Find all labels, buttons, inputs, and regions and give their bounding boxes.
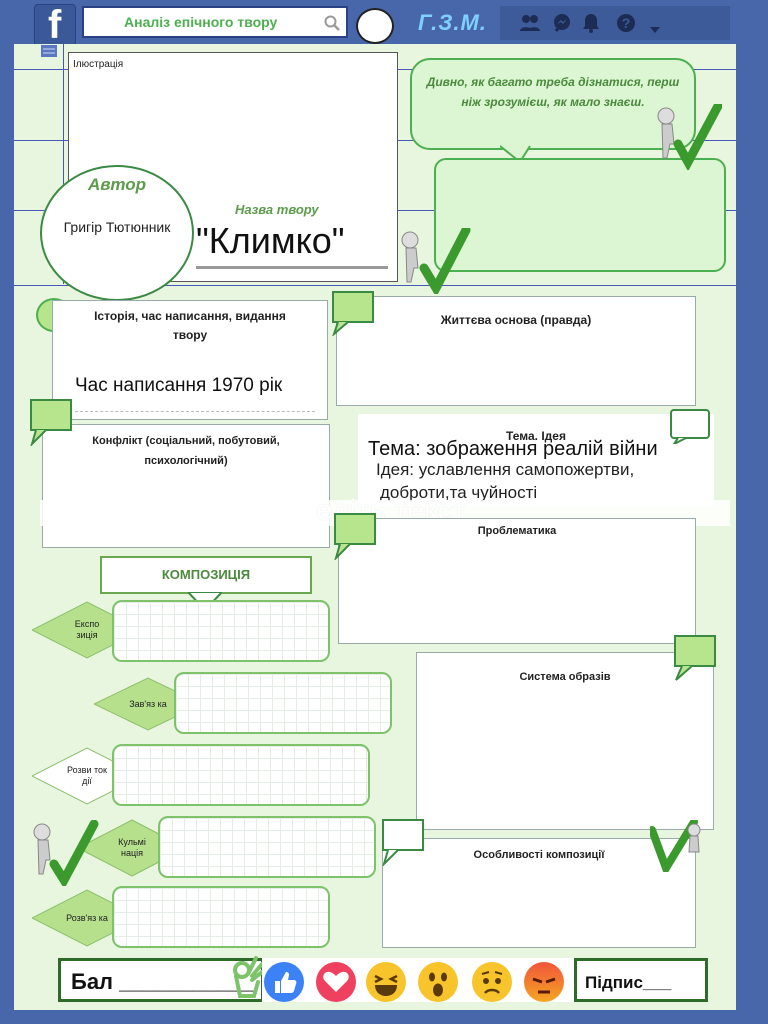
wow-icon[interactable] [418, 962, 458, 1002]
haha-icon[interactable] [366, 962, 406, 1002]
bottom-border [0, 1010, 768, 1024]
images-system-box[interactable]: Система образів [416, 652, 714, 830]
theme-label: Тема. Ідея [506, 429, 566, 443]
like-icon[interactable] [264, 962, 304, 1002]
illustration-label: Ілюстрація [73, 59, 124, 70]
stage-development-label: Розви ток дії [67, 765, 107, 786]
note-icon [40, 44, 58, 58]
stage-development-field[interactable] [112, 744, 370, 806]
svg-text:?: ? [622, 15, 631, 31]
empty-bubble[interactable] [434, 158, 726, 272]
idea-value-line1: Ідея: уславлення самопожертви, [376, 460, 635, 479]
figure-check-icon [652, 101, 723, 175]
profile-avatar[interactable] [356, 8, 394, 44]
speech-bubble-icon [668, 408, 712, 449]
composition-features-box[interactable]: Особливості композиції [382, 838, 696, 948]
speech-bubble-icon [28, 398, 74, 451]
top-icons-panel: ? [500, 6, 730, 40]
search-input[interactable]: Аналіз епічного твору [82, 6, 348, 38]
messenger-icon[interactable] [552, 13, 572, 38]
facebook-logo-letter: f [48, 3, 62, 47]
signature-label: Підпис___ [585, 973, 672, 992]
quote-bubble: Дивно, як багато треба дізнатися, перш н… [410, 58, 696, 150]
history-label: Історія, час написання, видання твору [94, 309, 286, 342]
angry-icon[interactable] [524, 962, 564, 1002]
stage-plot-field[interactable] [174, 672, 392, 734]
left-border [0, 44, 14, 1024]
idea-value-line2: доброти,та чуйності [380, 483, 538, 502]
theme-box[interactable]: Тема. Ідея Тема: зображення реалій війни… [358, 414, 714, 506]
stage-resolution-field[interactable] [112, 886, 330, 948]
ok-hand-icon [226, 954, 266, 1007]
theme-value: Тема: зображення реалій війни [368, 438, 658, 460]
life-basis-box[interactable]: Життєва основа (правда) [336, 296, 696, 406]
author-value: Григір Тютюнник [63, 219, 171, 235]
author-circle[interactable]: Автор Григір Тютюнник [40, 165, 194, 301]
history-value: Час написання 1970 рік [75, 375, 283, 396]
score-box[interactable]: Бал ___________ [58, 958, 264, 1002]
sad-icon[interactable] [472, 962, 512, 1002]
stage-climax-field[interactable] [158, 816, 376, 878]
figure-check-icon [28, 819, 100, 891]
composition-features-label: Особливості композиції [473, 849, 605, 861]
stage-exposition-field[interactable] [112, 600, 330, 662]
conflict-label: Конфлікт (соціальний, побутовий, психоло… [92, 435, 280, 467]
score-label: Бал ___________ [71, 969, 254, 994]
right-border [736, 44, 768, 1024]
author-label: Автор [88, 175, 146, 194]
figure-check-icon [396, 225, 472, 299]
help-icon[interactable]: ? [616, 13, 636, 38]
speech-bubble-icon [330, 290, 376, 341]
life-basis-label: Життєва основа (правда) [440, 313, 592, 327]
work-underline [196, 266, 388, 269]
figure-check-icon [648, 818, 706, 878]
composition-label: КОМПОЗИЦІЯ [161, 567, 251, 582]
work-title: "Климко" [196, 220, 345, 261]
composition-header: КОМПОЗИЦІЯ [100, 556, 312, 594]
problems-label: Проблематика [477, 525, 557, 537]
friends-icon[interactable] [520, 14, 540, 37]
history-underline [75, 411, 315, 412]
grid-line [14, 285, 736, 286]
facebook-logo[interactable]: f [34, 3, 76, 47]
quote-text: Дивно, як багато треба дізнатися, перш н… [426, 75, 680, 109]
history-box[interactable]: Історія, час написання, видання твору Ча… [52, 300, 328, 420]
grid-line [63, 44, 64, 284]
work-label: Назва твору [235, 202, 319, 217]
conflict-box[interactable]: Конфлікт (соціальний, побутовий, психоло… [42, 424, 330, 548]
signature-box[interactable]: Підпис___ [574, 958, 708, 1002]
speech-bubble-icon [380, 818, 426, 871]
stage-resolution-label: Розв'яз ка [66, 912, 108, 923]
love-icon[interactable] [316, 962, 356, 1002]
speech-bubble-icon [672, 634, 718, 687]
stage-exposition-label: Експо зиція [74, 619, 100, 640]
stage-plot-label: Зав'яз ка [129, 698, 167, 709]
search-input-value: Аналіз епічного твору [124, 14, 278, 30]
brand-label: Г.З.М. [418, 10, 487, 35]
search-icon[interactable] [324, 15, 340, 36]
problems-box[interactable]: Проблематика [338, 518, 696, 644]
bell-icon[interactable] [582, 13, 600, 38]
dropdown-icon[interactable] [650, 20, 660, 38]
speech-bubble-icon [332, 512, 378, 565]
images-system-label: Система образів [519, 671, 611, 683]
stage-climax-label: Кульмі нація [118, 837, 146, 858]
